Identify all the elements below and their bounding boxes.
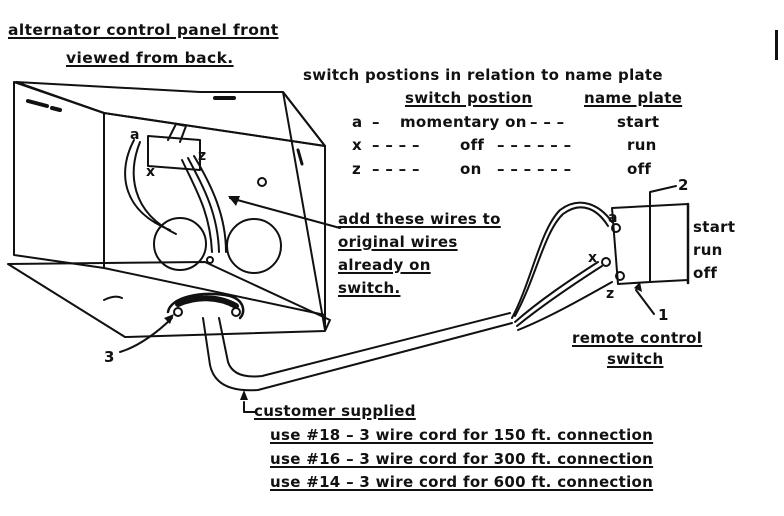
cord-note-300: use #16 – 3 wire cord for 300 ft. connec…	[270, 450, 654, 468]
row-sep2: – – – – – –	[497, 160, 572, 178]
clamp-screw	[231, 307, 241, 317]
remote-terminal-a: a	[608, 210, 617, 226]
title-line-1: alternator control panel front	[8, 21, 279, 39]
row-sep1: –	[372, 113, 380, 131]
panel-terminal-x: x	[146, 164, 155, 180]
name-plate-off: off	[693, 264, 718, 282]
panel-terminal-a: a	[130, 127, 139, 143]
row-plate: start	[617, 113, 660, 131]
add-wires-line-4: switch.	[338, 279, 401, 297]
leader-part-1	[635, 289, 655, 315]
panel-back-face	[103, 112, 326, 316]
arrowhead-part-1	[634, 282, 642, 292]
row-state: on	[460, 160, 482, 178]
customer-supplied-label: customer supplied	[254, 402, 416, 420]
row-sep2: – – – – – –	[497, 136, 572, 154]
row-sep2: – – –	[530, 113, 565, 131]
slot-bottom	[103, 295, 123, 301]
slot-left	[26, 99, 62, 112]
screw-hole	[257, 177, 267, 187]
cord-note-150: use #18 – 3 wire cord for 150 ft. connec…	[270, 426, 654, 444]
panel-wire	[187, 157, 220, 253]
cable-clamp	[166, 292, 245, 320]
panel-switch-body	[147, 135, 201, 171]
panel-wire	[181, 159, 213, 253]
leader-add-wires	[229, 197, 341, 229]
customer-cable	[202, 317, 513, 392]
row-state: off	[460, 136, 485, 154]
lead-to-a	[514, 206, 609, 317]
row-sep1: – – – –	[372, 136, 420, 154]
title-line-2: viewed from back.	[66, 49, 234, 67]
add-wires-line-3: already on	[338, 256, 431, 274]
cable-clamp-strap	[175, 295, 239, 309]
row-state: momentary on	[400, 113, 527, 131]
row-position: x	[352, 136, 362, 154]
arrowhead-part-3	[164, 314, 174, 324]
lead-to-a	[511, 201, 613, 319]
cord-note-600: use #14 – 3 wire cord for 600 ft. connec…	[270, 473, 654, 491]
part-number-1: 1	[658, 306, 668, 324]
panel-right-wall	[282, 91, 326, 331]
name-plate-run: run	[693, 241, 723, 259]
arrowhead-add-wires	[228, 196, 240, 206]
part-number-2: 2	[678, 176, 688, 194]
panel-wire	[124, 139, 171, 231]
row-sep1: – – – –	[372, 160, 420, 178]
knockout-right	[226, 218, 282, 274]
row-position: a	[352, 113, 363, 131]
clamp-screw	[173, 307, 183, 317]
remote-switch-label-2: switch	[607, 350, 664, 368]
remote-terminal-z: z	[606, 286, 614, 302]
slot-right	[296, 148, 304, 166]
row-position: z	[352, 160, 362, 178]
leader-customer	[243, 401, 257, 413]
panel-bottom-flange	[7, 261, 331, 338]
lead-to-x	[516, 265, 603, 327]
knockout-left	[153, 217, 207, 271]
table-col-nameplate: name plate	[584, 89, 683, 107]
arrowhead-customer	[240, 390, 248, 400]
row-plate: run	[627, 136, 657, 154]
screw-hole	[206, 256, 214, 264]
panel-switch-lever	[167, 123, 187, 143]
remote-switch-label-1: remote control	[572, 329, 703, 347]
name-plate-start: start	[693, 218, 736, 236]
add-wires-line-2: original wires	[338, 233, 458, 251]
table-heading: switch postions in relation to name plat…	[303, 66, 663, 84]
terminal-z	[615, 271, 625, 281]
panel-wire	[193, 155, 227, 253]
customer-cable	[218, 312, 511, 378]
remote-terminal-x: x	[588, 250, 597, 266]
terminal-x	[601, 257, 611, 267]
add-wires-line-1: add these wires to	[338, 210, 501, 228]
terminal-a	[611, 223, 621, 233]
panel-terminal-z: z	[198, 148, 206, 164]
panel-wire	[132, 141, 177, 235]
leader-part-2	[649, 185, 677, 207]
remote-switch-face	[649, 203, 689, 283]
row-plate: off	[627, 160, 652, 178]
lead-to-z	[517, 281, 613, 331]
part-number-3: 3	[104, 348, 114, 366]
lead-to-x	[514, 261, 599, 323]
margin-mark	[775, 30, 778, 60]
table-col-position: switch postion	[405, 89, 533, 107]
